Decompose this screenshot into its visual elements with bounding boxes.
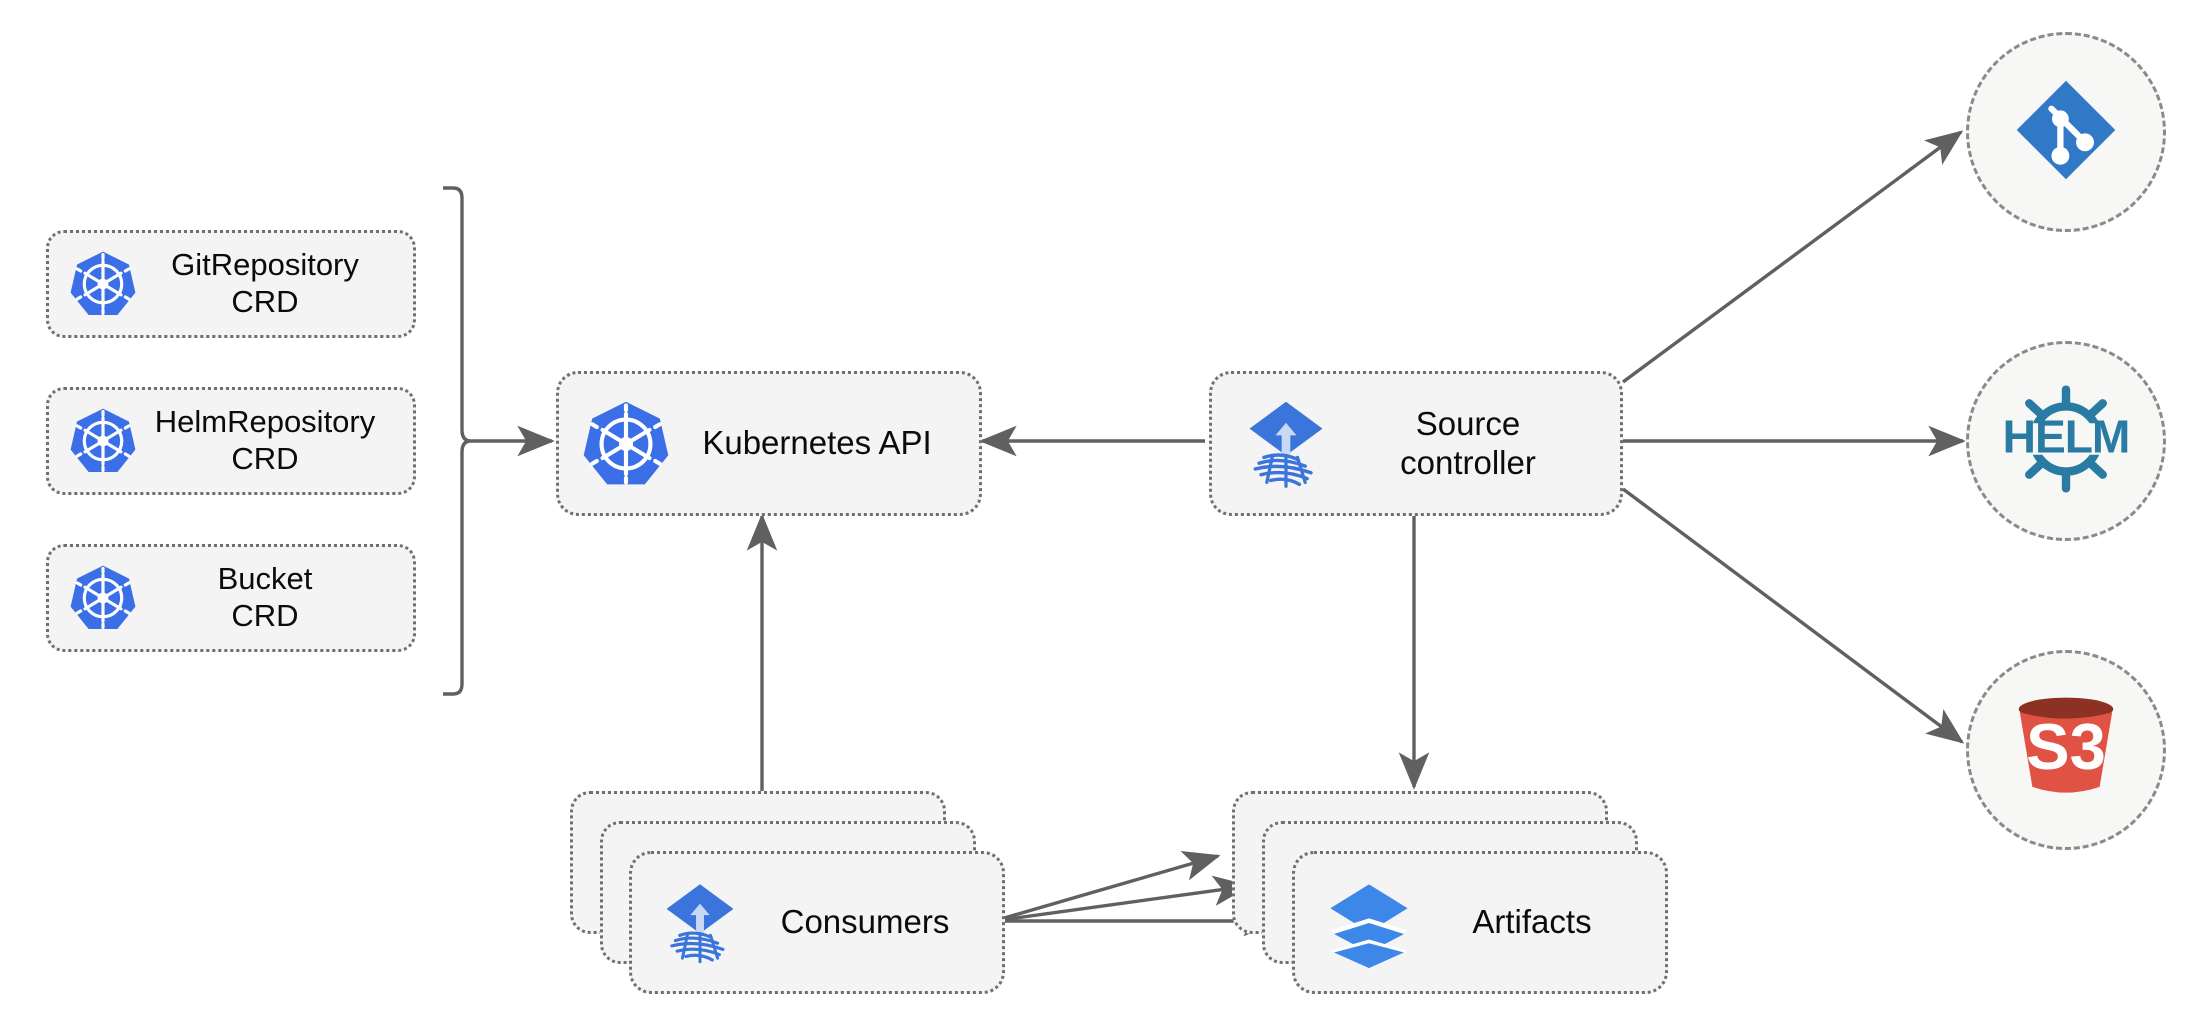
kubernetes-icon — [67, 248, 139, 320]
node-artifacts[interactable]: Artifacts — [1292, 851, 1668, 994]
node-label: Consumers — [780, 903, 950, 941]
s3-wordmark: S3 — [2026, 710, 2106, 783]
crd-label: HelmRepository CRD — [154, 404, 376, 476]
crd-card-gitrepository[interactable]: GitRepository CRD — [46, 230, 416, 338]
edge-consumers-to-artifacts-1 — [993, 850, 1221, 923]
crd-label: GitRepository CRD — [171, 247, 359, 319]
edge-consumers-to-artifacts-2 — [993, 875, 1251, 923]
flux-icon — [656, 879, 744, 967]
node-label: Artifacts — [1472, 903, 1592, 941]
edge-controller-to-s3 — [1621, 487, 1965, 744]
node-consumers[interactable]: Consumers — [629, 851, 1005, 994]
crd-card-bucket[interactable]: Bucket CRD — [46, 544, 416, 652]
edge-controller-to-git — [1621, 130, 1964, 384]
node-label: Source controller — [1400, 404, 1536, 481]
node-kubernetes-api[interactable]: Kubernetes API — [556, 371, 982, 516]
git-icon — [2010, 74, 2122, 191]
kubernetes-icon — [67, 405, 139, 477]
kubernetes-icon — [579, 397, 673, 491]
kubernetes-icon — [67, 562, 139, 634]
s3-icon: S3 — [2003, 685, 2129, 816]
flux-icon — [1238, 396, 1334, 492]
helm-icon: HELM — [2003, 376, 2130, 507]
crd-card-helmrepository[interactable]: HelmRepository CRD — [46, 387, 416, 495]
crd-label: Bucket CRD — [217, 561, 313, 633]
layers-icon — [1323, 877, 1415, 969]
external-s3[interactable]: S3 — [1966, 650, 2166, 850]
external-git[interactable] — [1966, 32, 2166, 232]
node-source-controller[interactable]: Source controller — [1209, 371, 1623, 516]
external-helm[interactable]: HELM — [1966, 341, 2166, 541]
helm-wordmark: HELM — [2003, 410, 2129, 462]
node-label: Kubernetes API — [702, 424, 932, 462]
crd-bracket — [443, 186, 472, 696]
